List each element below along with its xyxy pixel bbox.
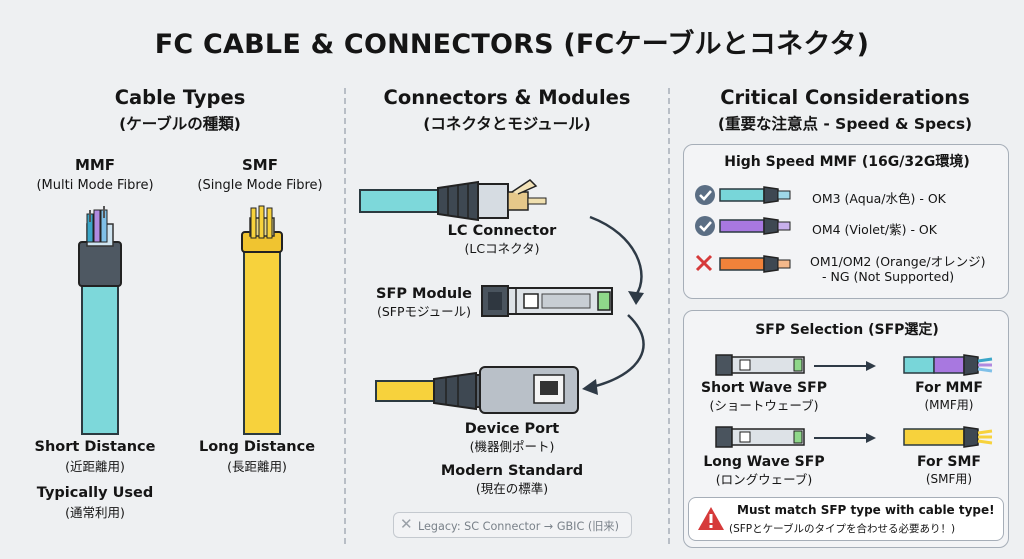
om1-om2-label: OM1/OM2 (Orange/オレンジ) [810,254,986,269]
om4-label: OM4 (Violet/紫) - OK [812,222,937,237]
lc-connector-label: LC Connector [447,223,557,239]
for-mmf-label: For MMF [915,380,983,396]
device-port-jp: (機器側ポート) [469,439,555,454]
om1-om2-row-graphic [695,254,791,273]
mmf-cable-illustration [78,206,122,435]
modern-standard-label: Modern Standard [440,463,584,479]
mmf-note-jp: (通常利用) [65,505,125,520]
connectors-heading: Connectors & Modules [383,86,631,109]
device-port-label: Device Port [464,421,560,437]
mmf-name: MMF [74,156,116,174]
short-wave-sfp-icon [715,354,805,376]
critical-subheading: (重要な注意点 - Speed & Specs) [717,115,973,133]
for-mmf-jp: (MMF用) [924,398,974,412]
warning-line2: (SFPとケーブルのタイプを合わせる必要あり！) [729,523,956,535]
legacy-cross-icon: ✕ [400,515,413,533]
connectors-subheading: (コネクタとモジュール) [423,115,591,133]
smf-use-jp: (長距離用) [227,459,287,474]
smf-cable-illustration [241,205,283,435]
mmf-use-jp: (近距離用) [65,459,125,474]
sfp-module-label: SFP Module [376,286,472,302]
device-port-illustration [375,366,579,414]
om3-label: OM3 (Aqua/水色) - OK [812,191,946,206]
sfp-selection-box: SFP Selection (SFP選定) Short Wave SFP (ショ… [683,310,1009,548]
for-smf-jp: (SMF用) [925,472,973,486]
page-title: FC CABLE & CONNECTORS (FCケーブルとコネクタ) [154,29,870,60]
mmf-full-name: (Multi Mode Fibre) [36,178,154,193]
mmf-use-label: Short Distance [34,439,156,455]
long-wave-arrow [814,433,876,443]
column-divider-left [344,88,346,544]
critical-heading: Critical Considerations [720,86,970,109]
sfp-selection-title: SFP Selection (SFP選定) [755,322,939,338]
smf-name: SMF [242,156,278,174]
long-wave-sfp-label: Long Wave SFP [703,454,825,470]
cable-types-subheading: (ケーブルの種類) [119,115,241,133]
mmf-cable-icon [903,354,993,376]
short-wave-sfp-label: Short Wave SFP [701,380,827,396]
lc-connector-jp: (LCコネクタ) [464,241,540,256]
cable-types-heading: Cable Types [114,86,246,109]
modern-standard-jp: (現在の標準) [475,481,549,496]
long-wave-sfp-icon [715,426,805,448]
for-smf-label: For SMF [917,454,981,470]
short-wave-arrow [814,361,876,371]
om4-row-graphic [695,216,791,236]
warning-line1: Must match SFP type with cable type! [737,503,995,517]
column-divider-right [668,88,670,544]
smf-full-name: (Single Mode Fibre) [197,178,323,193]
legacy-note-box: ✕ Legacy: SC Connector → GBIC (旧来) [393,512,632,538]
high-speed-mmf-box: High Speed MMF (16G/32G環境) OM3 (Aqua/水色)… [683,144,1009,299]
warning-box: Must match SFP type with cable type! (SF… [688,497,1004,541]
long-wave-sfp-jp: (ロングウェーブ) [715,472,813,487]
legacy-note-text: Legacy: SC Connector → GBIC (旧来) [418,520,619,533]
short-wave-sfp-jp: (ショートウェーブ) [709,398,819,413]
smf-cable-icon [903,426,993,448]
warning-icon [698,507,724,530]
high-speed-title: High Speed MMF (16G/32G環境) [724,154,970,170]
om1-om2-status: - NG (Not Supported) [822,269,955,284]
sfp-module-jp: (SFPモジュール) [376,304,472,319]
flow-arrows [582,215,645,395]
mmf-note-label: Typically Used [36,485,154,501]
om3-row-graphic [695,185,791,205]
sfp-module-illustration [481,285,613,317]
smf-use-label: Long Distance [198,439,316,455]
lc-connector-illustration [359,179,547,222]
